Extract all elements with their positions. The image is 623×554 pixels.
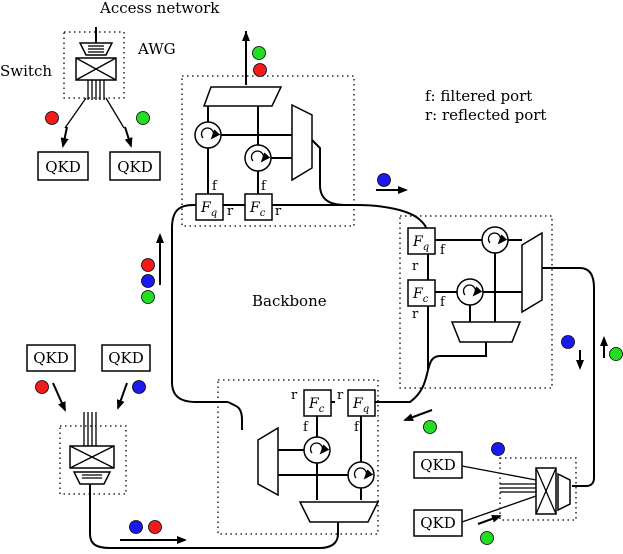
top-node-box: [181, 75, 355, 227]
blue-photon-dot: [491, 442, 505, 456]
backbone-ring: [171, 204, 429, 403]
port-label-f: f: [212, 179, 218, 194]
top-awg-icon: [202, 86, 283, 107]
red-photon-dot: [45, 111, 59, 125]
access-network-label: Access network: [99, 0, 220, 17]
photon-markers: [35, 46, 623, 545]
red-photon-dot: [148, 520, 162, 534]
blue-photon-dot: [377, 173, 391, 187]
filter-fq-top: [195, 193, 224, 221]
circulator-icon: [456, 278, 484, 306]
svg-text:Fc: Fc: [308, 396, 325, 415]
legend-filtered-port: f: filtered port: [425, 87, 532, 105]
blue-photon-dot: [141, 274, 155, 288]
svg-text:Fq: Fq: [412, 234, 429, 253]
port-label-r: r: [412, 259, 419, 274]
fiber-bottom-left: [210, 522, 339, 549]
circulator-icon: [194, 121, 222, 149]
svg-text:Fq: Fq: [352, 396, 369, 415]
switch-icon: [535, 467, 571, 515]
qkd-label: QKD: [45, 158, 81, 176]
qkd-box-left-a: [26, 344, 76, 372]
switch-icon: [69, 412, 115, 485]
blue-photon-dot: [129, 520, 143, 534]
filter-fq-bottom: [347, 389, 376, 417]
port-label-r: r: [291, 388, 298, 403]
green-photon-dot: [136, 111, 150, 125]
port-label-f: f: [354, 420, 360, 435]
circulator-icon: [347, 461, 375, 489]
bottom-demux-icon: [257, 426, 279, 497]
circulator-icon: [244, 144, 272, 172]
qkd-box-right-bottom: [413, 509, 463, 537]
svg-text:Fc: Fc: [412, 286, 429, 305]
port-label-f: f: [440, 295, 446, 310]
right-node-box: [399, 215, 553, 389]
arrow-to-switch-right: [477, 514, 502, 525]
red-photon-dot: [141, 258, 155, 272]
arrow-qkd-to-switch: [116, 382, 128, 410]
right-awg-icon: [450, 321, 522, 343]
circulator-icon: [481, 226, 509, 254]
filter-fc-top: [244, 193, 273, 221]
qkd-label: QKD: [420, 456, 456, 474]
green-photon-dot: [252, 46, 266, 60]
qkd-label: QKD: [108, 349, 144, 367]
awg-label: AWG: [137, 40, 176, 58]
svg-text:Fq: Fq: [200, 200, 217, 219]
green-photon-dot: [609, 347, 623, 361]
port-label-f: f: [303, 420, 309, 435]
svg-text:Fc: Fc: [249, 200, 266, 219]
arrow-switch-to-qkd-left: [60, 126, 69, 148]
circulator-icon: [303, 436, 331, 464]
arrow-switch-to-qkd-right: [124, 126, 133, 148]
port-label-r: r: [275, 204, 282, 219]
legend-reflected-port: r: reflected port: [425, 106, 546, 124]
blue-photon-dot: [132, 380, 146, 394]
qkd-box-top-left: [37, 151, 89, 181]
green-photon-dot: [480, 531, 494, 545]
switch-icon: [75, 42, 117, 100]
fiber-right-to-switch: [542, 267, 595, 487]
backbone-label: Backbone: [252, 292, 327, 310]
top-demux-icon: [291, 103, 313, 182]
arrow-qkd-to-switch: [52, 382, 66, 412]
qkd-label: QKD: [420, 514, 456, 532]
port-label-r: r: [412, 307, 419, 322]
bottom-node-box: [217, 379, 379, 535]
green-photon-dot: [423, 420, 437, 434]
port-label-r: r: [227, 204, 234, 219]
green-photon-dot: [141, 290, 155, 304]
qkd-box-top-right: [109, 151, 161, 181]
switch-awg-box-right: [499, 457, 577, 521]
red-photon-dot: [35, 380, 49, 394]
switch-label: Switch: [0, 62, 52, 80]
blue-photon-dot: [561, 335, 575, 349]
switch-awg-box: [63, 31, 125, 99]
fiber-to-qkd-left: [64, 97, 87, 129]
qkd-label: QKD: [117, 158, 153, 176]
qkd-box-left-b: [101, 344, 151, 372]
red-photon-dot: [253, 63, 267, 77]
qkd-box-right-top: [413, 451, 463, 479]
bottom-awg-icon: [298, 501, 380, 523]
arrow-left-bottom: [403, 409, 433, 421]
port-label-f: f: [440, 243, 446, 258]
fiber-switch-to-bottom: [89, 484, 210, 549]
port-label-f: f: [261, 179, 267, 194]
fiber-to-qkd-right: [105, 97, 125, 129]
qkd-label: QKD: [33, 349, 69, 367]
switch-awg-box-bottom: [59, 425, 127, 495]
port-label-r: r: [337, 388, 344, 403]
right-demux-icon: [521, 231, 543, 314]
